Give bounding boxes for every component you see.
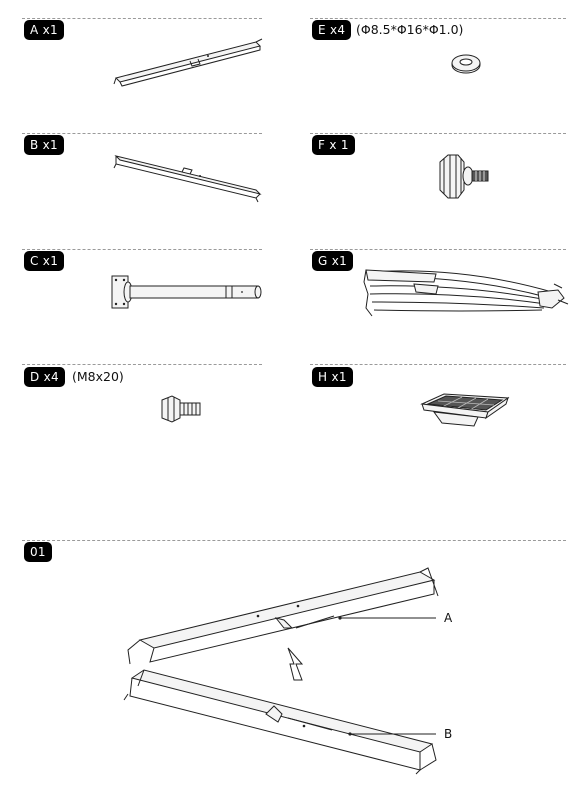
part-badge-e: E x4 — [312, 20, 352, 40]
separator-line — [22, 540, 566, 541]
part-badge-d: D x4 — [24, 367, 65, 387]
bolt-d-illustration — [161, 395, 201, 423]
separator-line — [22, 133, 262, 134]
rail-b-illustration — [113, 155, 262, 203]
part-badge-h: H x1 — [312, 367, 353, 387]
callout-label-b: B — [444, 727, 453, 741]
rail-a-illustration — [113, 38, 263, 87]
step-01-diagram — [123, 567, 439, 775]
part-badge-c: C x1 — [24, 251, 65, 271]
separator-line — [310, 133, 566, 134]
separator-line — [22, 364, 262, 365]
folded-arm-g-illustration — [363, 269, 569, 317]
part-spec-e: (Φ8.5*Φ16*Φ1.0) — [356, 22, 464, 37]
separator-line — [22, 249, 262, 250]
separator-line — [310, 18, 566, 19]
down-arrow-icon — [287, 647, 304, 681]
part-badge-g: G x1 — [312, 251, 354, 271]
part-badge-f: F x 1 — [312, 135, 355, 155]
separator-line — [310, 364, 566, 365]
washer-e-illustration — [451, 54, 481, 74]
separator-line — [22, 18, 262, 19]
callout-label-a: A — [444, 611, 453, 625]
pole-c-illustration — [111, 275, 262, 309]
separator-line — [310, 249, 566, 250]
part-badge-b: B x1 — [24, 135, 64, 155]
part-badge-a: A x1 — [24, 20, 64, 40]
knob-f-illustration — [439, 154, 489, 199]
solar-lamp-h-illustration — [420, 393, 510, 427]
step-badge: 01 — [24, 542, 52, 562]
part-spec-d: (M8x20) — [72, 369, 124, 384]
rail-a-assembly — [127, 567, 439, 665]
rail-b-assembly — [123, 669, 437, 775]
